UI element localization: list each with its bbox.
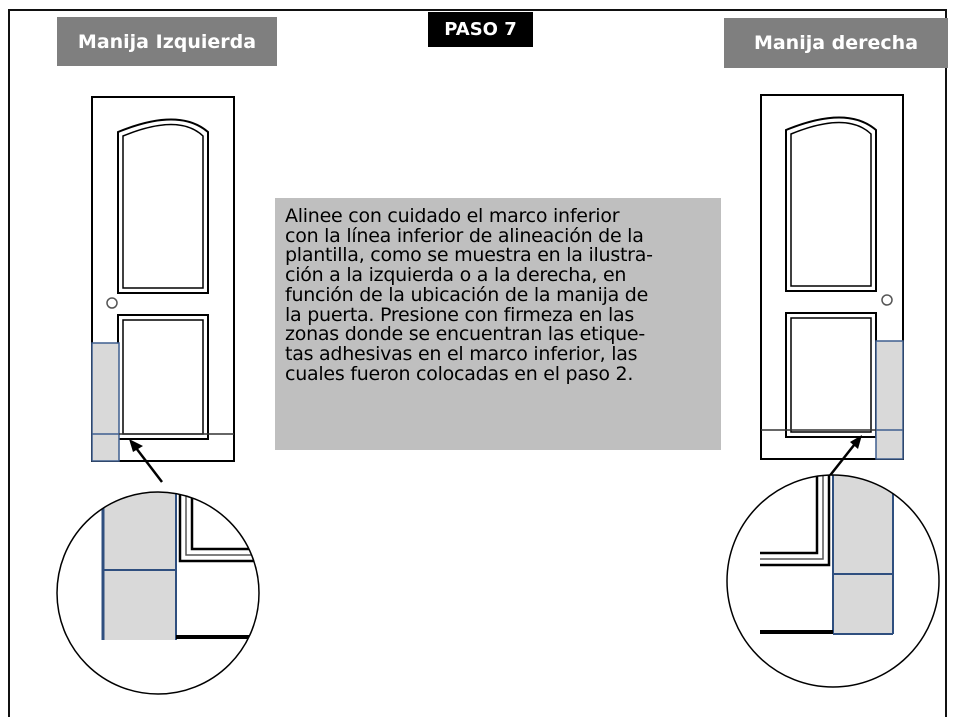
instruction-line: con la línea inferior de alineación de l…: [285, 224, 644, 247]
left-handle-label: Manija Izquierda: [57, 17, 277, 66]
right-door: [760, 94, 904, 460]
instruction-line: Alinee con cuidado el marco inferior: [285, 205, 620, 227]
right-door-upper-panel: [785, 116, 877, 292]
left-template-strip: [91, 342, 234, 462]
left-magnifier: [56, 491, 260, 695]
instruction-line: plantilla, como se muestra en la ilustra…: [285, 244, 653, 267]
right-template-strip: [761, 340, 904, 460]
instruction-line: ción a la izquierda o a la derecha, en: [285, 264, 627, 287]
instruction-line: zonas donde se encuentran las etique-: [285, 323, 645, 346]
right-handle-label: Manija derecha: [724, 18, 948, 68]
instruction-box: Alinee con cuidado el marco inferior con…: [275, 198, 721, 450]
left-door-upper-panel: [117, 118, 209, 294]
right-door-knob: [881, 294, 893, 306]
left-door: [91, 96, 235, 462]
step-label: PASO 7: [428, 12, 533, 47]
right-pointer-arrow: [827, 439, 859, 479]
instruction-line: tas adhesivas en el marco inferior, las: [285, 342, 638, 365]
left-door-knob: [106, 297, 118, 309]
instruction-line: cuales fueron colocadas en el paso 2.: [285, 362, 634, 385]
instruction-line: la puerta. Presione con firmeza en las: [285, 303, 635, 326]
left-pointer-arrow: [132, 443, 163, 483]
instruction-line: función de la ubicación de la manija de: [285, 283, 649, 306]
right-magnifier: [726, 474, 940, 688]
